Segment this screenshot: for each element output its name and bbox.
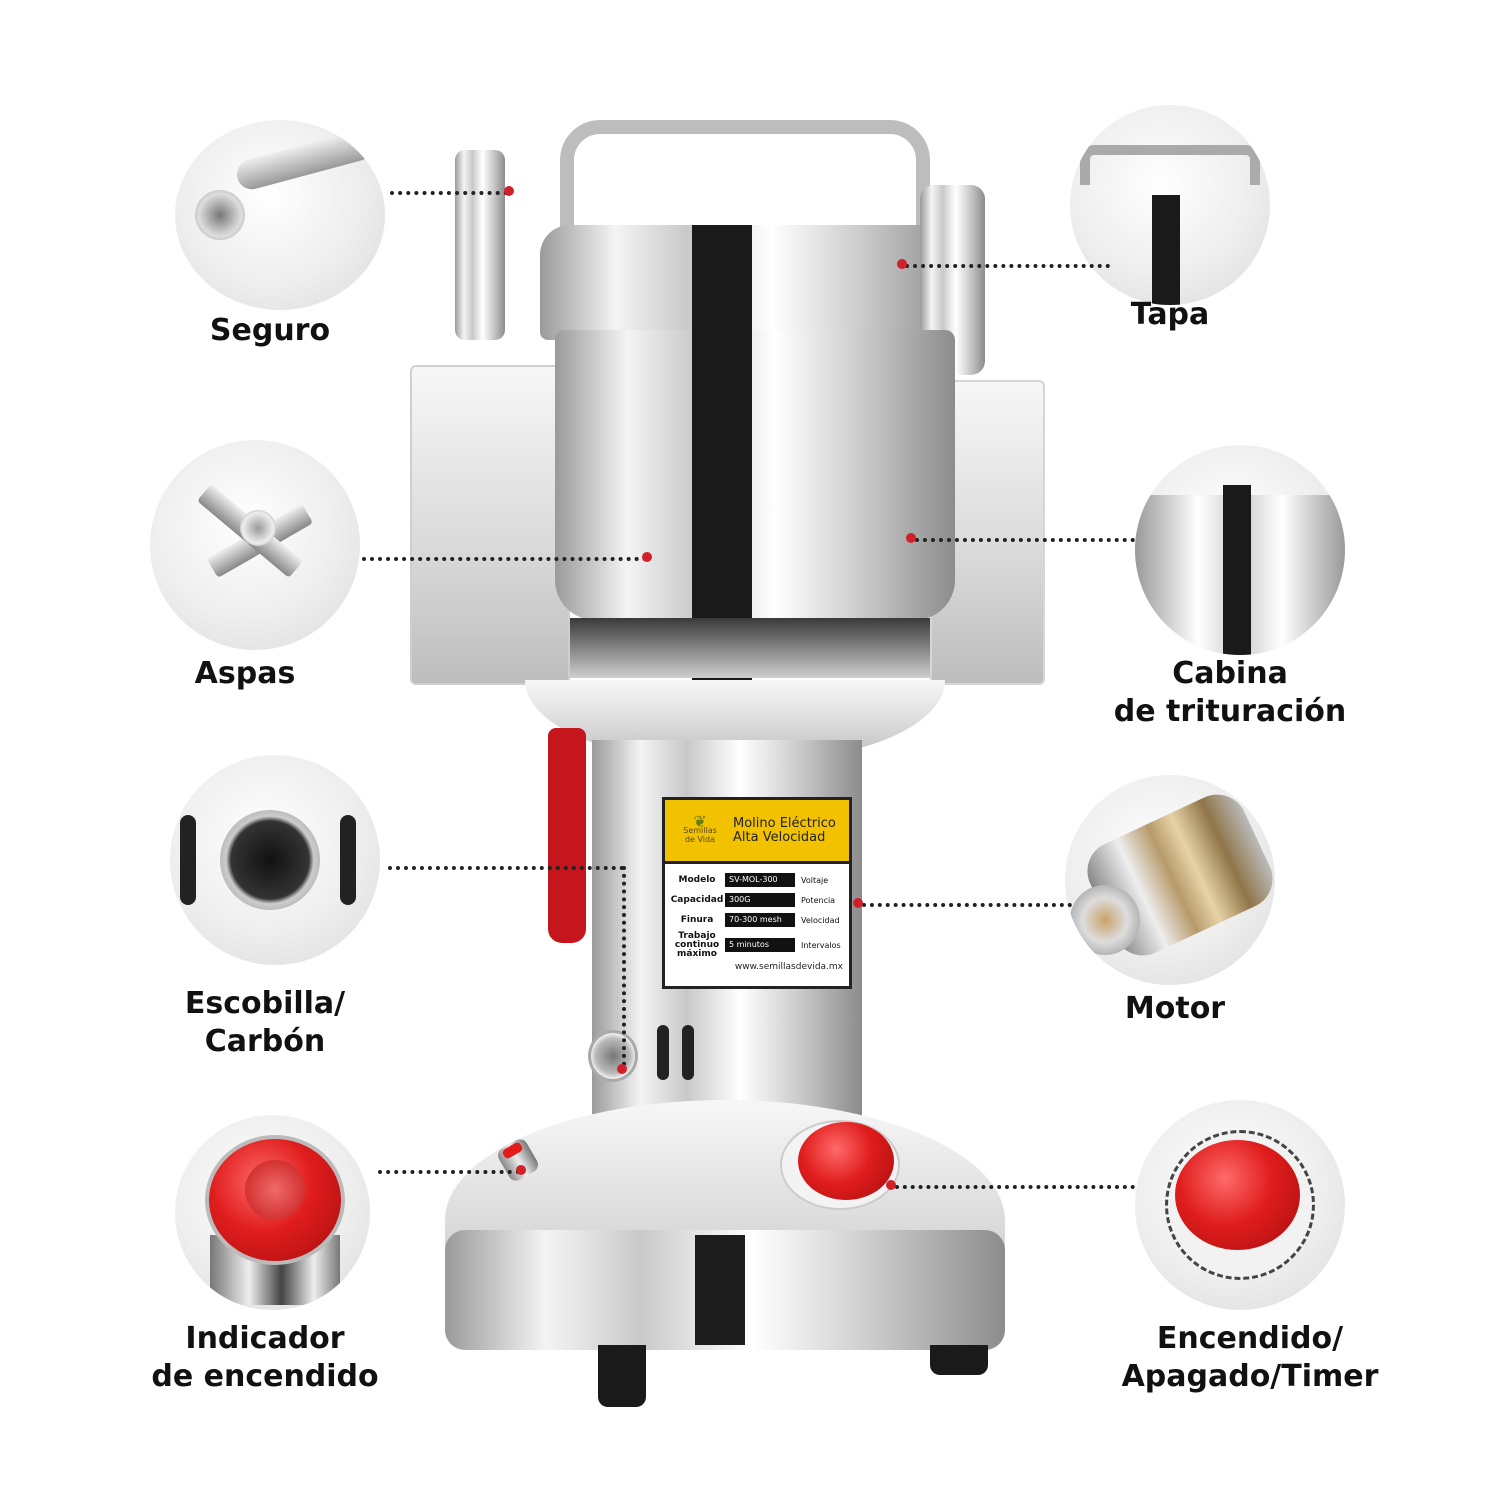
spec-key: Trabajo continuo máximo xyxy=(674,930,720,959)
encendido-detail-image xyxy=(1135,1100,1345,1310)
aspas-detail-image xyxy=(150,440,360,650)
leader-line-cabina xyxy=(915,538,1135,542)
label-indicador: Indicador de encendido xyxy=(140,1320,390,1396)
spec-value: 70-300 mesh xyxy=(725,913,795,927)
left-wing xyxy=(410,365,570,685)
label-indicador-line-2: de encendido xyxy=(151,1359,379,1394)
label-aspas: Aspas xyxy=(194,656,296,691)
tapa-detail-image xyxy=(1070,105,1270,305)
base-front-stripe xyxy=(695,1235,745,1345)
label-cabina-line-1: Cabina xyxy=(1172,656,1288,691)
website-url: www.semillasdevida.mx xyxy=(734,962,843,972)
spec-table: Modelo SV-MOL-300 Voltaje Capacidad 300G… xyxy=(665,864,849,972)
spec-plate-header: ❦ Semillas de Vida Molino Eléctrico Alta… xyxy=(665,800,849,864)
leader-line-escobilla-vertical xyxy=(622,866,626,1066)
leaf-icon: ❦ xyxy=(693,812,707,831)
left-latch xyxy=(455,150,505,340)
leader-line-indicador xyxy=(378,1170,520,1174)
label-encendido: Encendido/ Apagado/Timer xyxy=(1110,1320,1390,1396)
spec-key-2: Potencia xyxy=(801,895,836,905)
grinding-chamber xyxy=(555,330,955,620)
spec-key: Finura xyxy=(680,914,714,925)
leader-line-seguro xyxy=(390,191,508,195)
foot-right xyxy=(930,1345,988,1375)
marker-motor xyxy=(853,898,863,908)
marker-indicador xyxy=(516,1165,526,1175)
carbon-brush-cap xyxy=(588,1030,638,1082)
spec-value: SV-MOL-300 xyxy=(725,873,795,887)
spec-row: Finura 70-300 mesh Velocidad xyxy=(669,910,845,930)
label-seguro: Seguro xyxy=(209,313,331,348)
marker-aspas xyxy=(642,552,652,562)
red-release-lever xyxy=(548,728,586,943)
marker-cabina xyxy=(906,533,916,543)
leader-line-tapa xyxy=(905,264,1110,268)
product-title-line-2: Alta Velocidad xyxy=(733,829,826,845)
spec-row: Trabajo continuo máximo 5 minutos Interv… xyxy=(669,930,845,960)
brand-name-2: de Vida xyxy=(684,835,716,844)
indicador-detail-image xyxy=(175,1115,370,1310)
brand-logo: ❦ Semillas de Vida xyxy=(671,812,729,845)
marker-tapa xyxy=(897,259,907,269)
leader-line-escobilla xyxy=(388,866,624,870)
label-cabina-line-2: de trituración xyxy=(1113,694,1347,729)
label-escobilla: Escobilla/ Carbón xyxy=(170,985,360,1061)
label-encendido-line-2: Apagado/Timer xyxy=(1121,1359,1379,1394)
spec-key-2: Intervalos xyxy=(801,940,841,950)
label-indicador-line-1: Indicador xyxy=(185,1321,345,1356)
cabina-detail-image xyxy=(1135,445,1345,655)
label-escobilla-line-2: Carbón xyxy=(204,1024,326,1059)
marker-encendido xyxy=(886,1180,896,1190)
brand-name-1: Semillas xyxy=(683,826,717,835)
spec-value: 300G xyxy=(725,893,795,907)
motor-detail-image xyxy=(1065,775,1275,985)
chamber-base xyxy=(570,618,930,678)
seguro-detail-image xyxy=(175,120,385,310)
product-title-line-1: Molino Eléctrico xyxy=(733,815,836,831)
leader-line-aspas xyxy=(362,557,647,561)
label-motor: Motor xyxy=(1124,991,1226,1026)
spec-value: 5 minutos xyxy=(725,938,795,952)
vent-1 xyxy=(657,1025,669,1080)
label-tapa: Tapa xyxy=(1130,297,1210,332)
spec-key: Modelo xyxy=(678,874,716,885)
spec-key-2: Voltaje xyxy=(801,875,829,885)
center-seam xyxy=(692,225,752,685)
spec-key-2: Velocidad xyxy=(801,915,840,925)
label-encendido-line-1: Encendido/ xyxy=(1156,1321,1344,1356)
escobilla-detail-image xyxy=(170,755,380,965)
vent-2 xyxy=(682,1025,694,1080)
label-cabina: Cabina de trituración xyxy=(1110,655,1350,731)
marker-escobilla xyxy=(617,1064,627,1074)
foot-left xyxy=(598,1345,646,1407)
product-title: Molino Eléctrico Alta Velocidad xyxy=(729,815,836,845)
spec-row: Modelo SV-MOL-300 Voltaje xyxy=(669,870,845,890)
label-escobilla-line-1: Escobilla/ xyxy=(184,986,346,1021)
spec-plate: ❦ Semillas de Vida Molino Eléctrico Alta… xyxy=(662,797,852,989)
timer-knob xyxy=(798,1122,894,1200)
leader-line-encendido xyxy=(895,1185,1135,1189)
marker-seguro xyxy=(504,186,514,196)
spec-row: Capacidad 300G Potencia xyxy=(669,890,845,910)
spec-key: Capacidad xyxy=(670,894,724,905)
leader-line-motor xyxy=(862,903,1072,907)
